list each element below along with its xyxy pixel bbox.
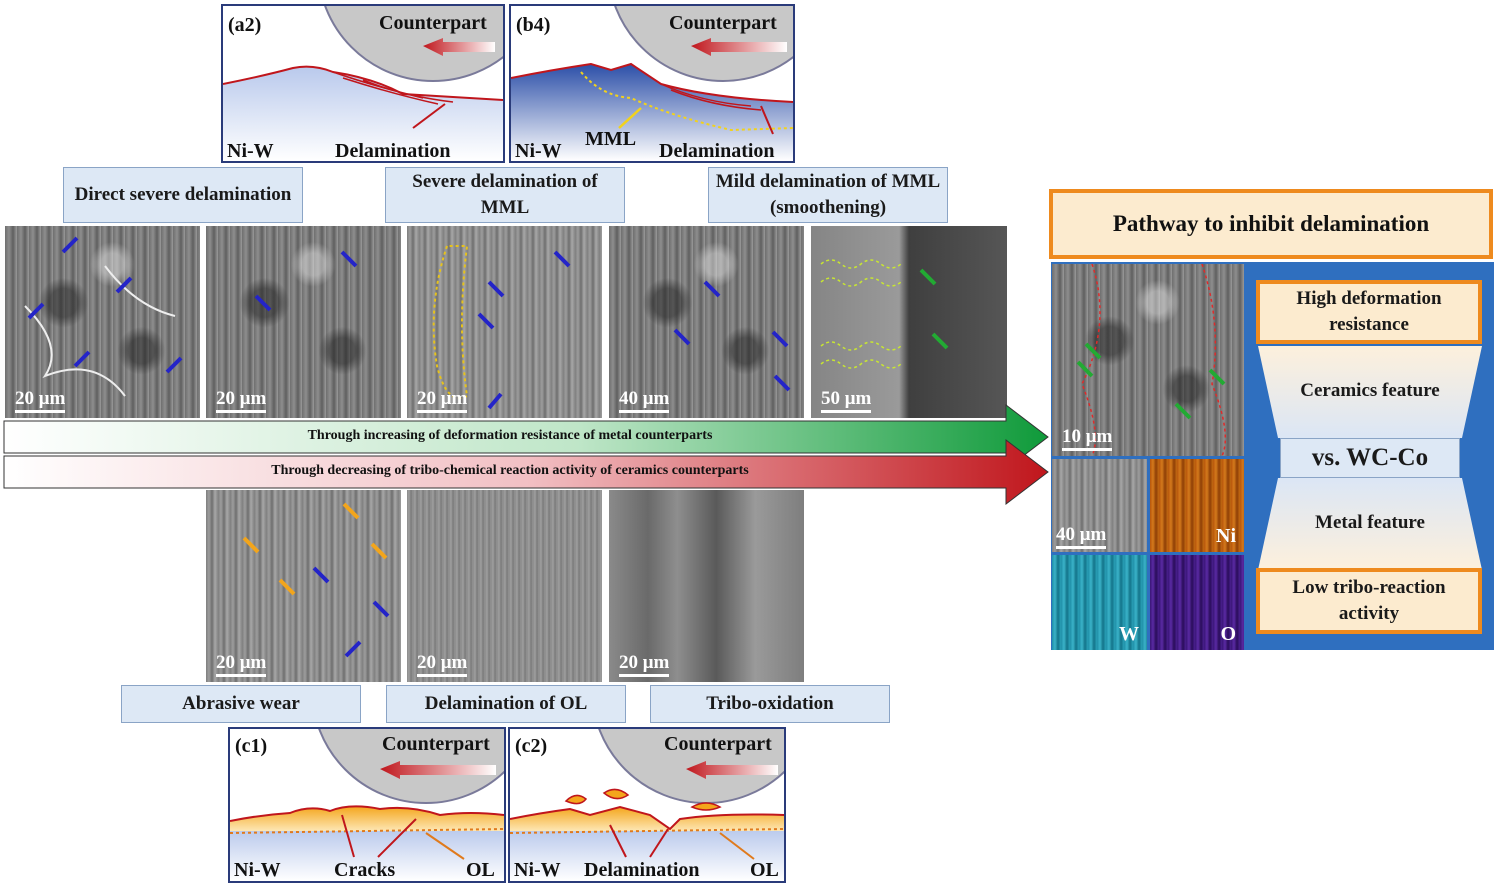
inset-c1: (c1) Counterpart Ni-W Cracks OL [228,727,506,883]
inset-a2-counterpart: Counterpart [379,12,487,34]
sem-image-top-3: 20 μm [407,226,602,418]
sem-top-1-markers [24,236,183,397]
inset-b4-mml: MML [585,128,637,150]
inset-b4: (b4) Counterpart Ni-W MML Delamination [509,4,795,163]
scale-bar-bottom-2: 20 μm [417,652,468,677]
inset-c1-drawing [230,729,504,881]
sem-image-top-2: 20 μm [206,226,401,418]
eds-map-w: W [1052,555,1147,650]
scale-bar-top-2: 20 μm [216,388,267,413]
sem-top-2-markers [254,250,358,312]
inset-b4-base: Ni-W [515,140,562,162]
eds-map-o-label: O [1220,623,1236,645]
inset-c2: (c2) Counterpart Ni-W Delamination OL [508,727,786,883]
sem-image-bottom-3: 20 μm [609,490,804,682]
green-arrow-text: Through increasing of deformation resist… [307,428,713,443]
scale-bar-top-1: 20 μm [15,388,66,413]
sem-image-top-4: 40 μm [609,226,804,418]
label-severe-delamination-mml: Severe delamination of MML [385,167,625,223]
sem-image-bottom-1: 20 μm [206,490,401,682]
label-mild-delamination-mml: Mild delamination of MML (smoothening) [708,167,948,223]
inset-c2-note: Delamination [584,859,700,881]
sem-image-top-1: 20 μm [5,226,200,418]
high-deformation-box [1256,280,1482,344]
sem-top-5-markers [820,259,949,369]
scale-bar-map: 40 μm [1056,524,1107,549]
vs-box [1280,438,1460,478]
scale-bar-bottom-3: 20 μm [619,652,670,677]
inset-a2-base: Ni-W [227,140,274,162]
sem-right-markers [1076,264,1227,456]
pathway-title: Pathway to inhibit delamination [1112,211,1430,236]
eds-map-w-label: W [1119,623,1139,645]
ceramics-feature-text: Ceramics feature [1300,380,1440,401]
sem-top-4-markers [673,280,791,392]
scale-bar-right: 10 μm [1062,426,1113,451]
inset-a2-drawing [223,6,503,161]
sem-map-base: 40 μm [1052,459,1147,552]
inset-c1-note: Cracks [334,859,396,881]
pathway-title-box: Pathway to inhibit delamination [1049,189,1493,259]
sem-image-right: 10 μm [1052,264,1244,456]
inset-c2-ol: OL [750,859,779,881]
inset-a2: (a2) Counterpart Ni-W Delamination [221,4,505,163]
sem-image-top-5: 50 μm [811,226,1007,418]
label-delamination-of-ol: Delamination of OL [386,685,626,723]
inset-c1-tag: (c1) [235,735,268,757]
inset-b4-note: Delamination [659,140,775,162]
inset-b4-tag: (b4) [516,14,551,36]
inset-a2-note: Delamination [335,140,451,162]
metal-feature-text: Metal feature [1315,512,1425,533]
low-tribo-text: Low tribo-reaction activity [1292,577,1446,624]
inset-c1-counterpart: Counterpart [382,733,490,755]
high-deformation-text: High deformation resistance [1296,288,1442,335]
inset-a2-tag: (a2) [228,14,262,36]
inset-b4-counterpart: Counterpart [669,12,777,34]
label-tribo-oxidation: Tribo-oxidation [650,685,890,723]
inset-c1-ol: OL [466,859,495,881]
inset-c1-base: Ni-W [234,859,281,881]
low-tribo-box [1256,568,1482,634]
inset-c2-counterpart: Counterpart [664,733,772,755]
inset-c2-base: Ni-W [514,859,561,881]
eds-map-ni-label: Ni [1216,525,1236,547]
sem-image-bottom-2: 20 μm [407,490,602,682]
sem-bottom-1-markers [242,502,390,658]
scale-bar-top-4: 40 μm [619,388,670,413]
scale-bar-top-3: 20 μm [417,388,468,413]
scale-bar-top-5: 50 μm [821,388,872,413]
eds-map-o: O [1150,555,1244,650]
red-arrow-text: Through decreasing of tribo-chemical rea… [271,463,749,478]
eds-map-ni: Ni [1150,459,1244,552]
vs-text: vs. WC-Co [1311,444,1429,471]
label-direct-severe-delamination: Direct severe delamination [63,167,303,223]
inset-c2-drawing [510,729,784,881]
label-abrasive-wear: Abrasive wear [121,685,361,723]
scale-bar-bottom-1: 20 μm [216,652,267,677]
inset-b4-drawing [511,6,793,161]
inset-c2-tag: (c2) [515,735,548,757]
